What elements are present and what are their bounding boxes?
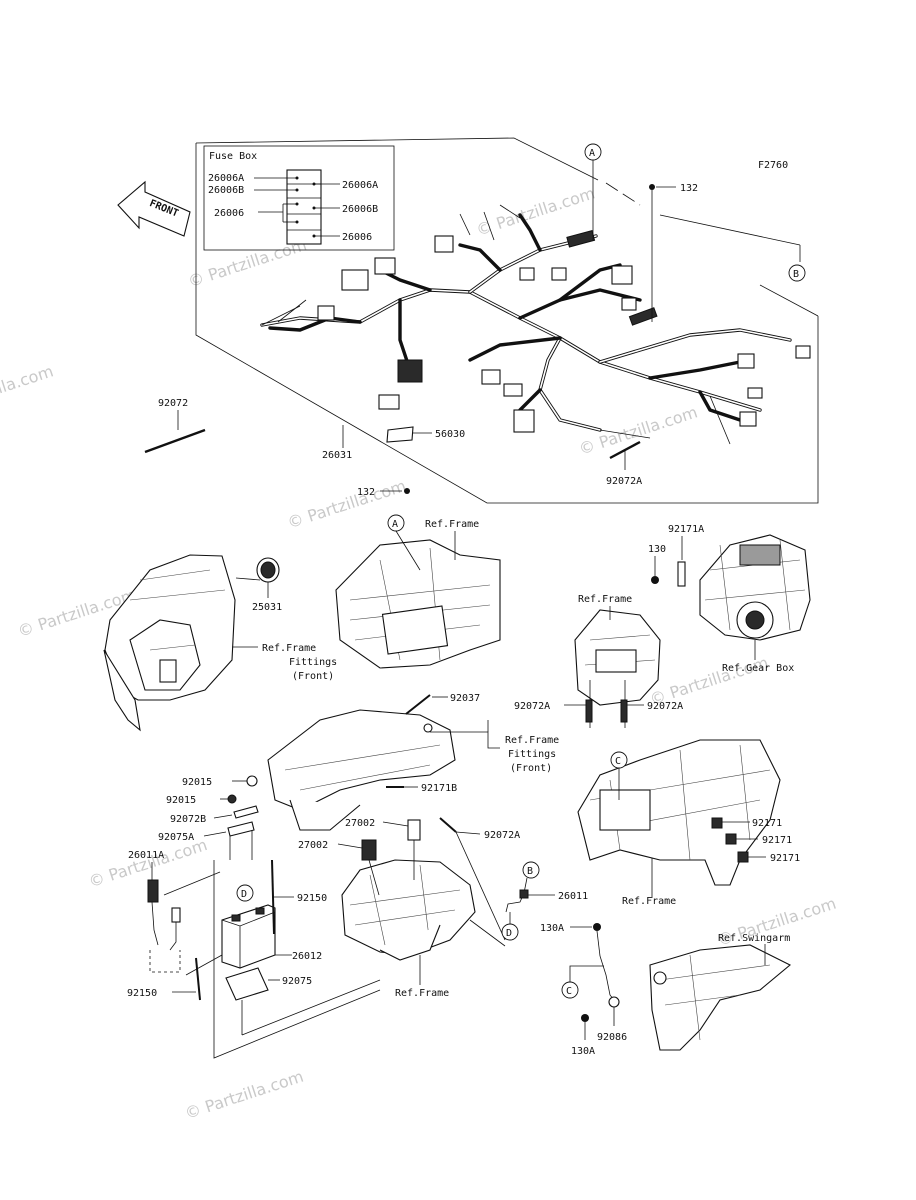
part-92015-b: 92015 bbox=[166, 795, 196, 806]
part-56030: 56030 bbox=[435, 429, 465, 440]
fuse-label-right: 26006 bbox=[342, 232, 372, 243]
part-92171-a: 92171 bbox=[752, 818, 782, 829]
ref-fittings-1-line3: (Front) bbox=[292, 671, 334, 682]
part-92171-c: 92171 bbox=[770, 853, 800, 864]
harness-enclosure bbox=[195, 137, 819, 504]
fuse-label-left-a: 26006A bbox=[208, 173, 244, 184]
callout-c-bottom: C bbox=[566, 986, 572, 997]
main-wiring-harness bbox=[260, 204, 811, 445]
part-92075a: 92075A bbox=[158, 832, 194, 843]
fuse-box-inset: Fuse Box 26006A 26006B 26006 26006A 2600… bbox=[203, 145, 395, 251]
ref-frame-mid: Ref.Frame bbox=[578, 594, 632, 605]
battery-tray bbox=[341, 819, 476, 961]
ref-fittings-1-line1: Ref.Frame bbox=[262, 643, 316, 654]
part-26011a: 26011A bbox=[128, 850, 164, 861]
part-92072a-top: 92072A bbox=[606, 476, 642, 487]
callout-c-mid: C bbox=[615, 756, 621, 767]
swingarm bbox=[649, 944, 791, 1051]
callout-b-top: B bbox=[793, 269, 799, 280]
part-92171-b: 92171 bbox=[762, 835, 792, 846]
ref-swingarm: Ref.Swingarm bbox=[718, 933, 790, 944]
part-92072a-mid: 92072A bbox=[484, 830, 520, 841]
callout-b-bottom: B bbox=[527, 866, 533, 877]
ref-frame-bottom: Ref.Frame bbox=[395, 988, 449, 999]
callout-d-bottom: D bbox=[506, 928, 512, 939]
ref-frame-top: Ref.Frame bbox=[425, 519, 479, 530]
callout-a-top: A bbox=[589, 148, 595, 159]
figure-code: F2760 bbox=[758, 160, 788, 171]
part-25031: 25031 bbox=[252, 602, 282, 613]
front-direction-arrow: FRONT bbox=[117, 180, 191, 237]
watermark: © Partzilla.com bbox=[474, 183, 597, 239]
fuse-label-right-b: 26006B bbox=[342, 204, 378, 215]
part-130a-top: 130A bbox=[540, 923, 564, 934]
part-27002-b: 27002 bbox=[298, 840, 328, 851]
watermark: © Partzilla.com bbox=[0, 361, 56, 417]
main-frame-right bbox=[577, 739, 781, 886]
frame-top-center bbox=[335, 530, 501, 669]
part-92072b: 92072B bbox=[170, 814, 206, 825]
front-panel-assembly bbox=[267, 709, 456, 831]
gear-box bbox=[699, 534, 811, 641]
part-92075: 92075 bbox=[282, 976, 312, 987]
part-92171a: 92171A bbox=[668, 524, 704, 535]
part-92015-a: 92015 bbox=[182, 777, 212, 788]
part-26011: 26011 bbox=[558, 891, 588, 902]
part-132-mid: 132 bbox=[357, 487, 375, 498]
part-26031: 26031 bbox=[322, 450, 352, 461]
front-fittings-cover bbox=[103, 554, 236, 732]
callout-d-battery: D bbox=[241, 889, 247, 900]
watermark: © Partzilla.com bbox=[577, 402, 700, 458]
part-92150-right: 92150 bbox=[297, 893, 327, 904]
fuse-label-left: 26006 bbox=[214, 208, 244, 219]
watermark: © Partzilla.com bbox=[183, 1067, 306, 1123]
part-92072: 92072 bbox=[158, 398, 188, 409]
ref-fittings-1-line2: Fittings bbox=[289, 657, 337, 668]
ref-gear-box: Ref.Gear Box bbox=[722, 663, 794, 674]
part-92072a-right: 92072A bbox=[647, 701, 683, 712]
part-92150-left: 92150 bbox=[127, 988, 157, 999]
part-92037: 92037 bbox=[450, 693, 480, 704]
fuse-box-title: Fuse Box bbox=[209, 151, 257, 162]
ref-fittings-2-line3: (Front) bbox=[510, 763, 552, 774]
part-130: 130 bbox=[648, 544, 666, 555]
ref-frame-right: Ref.Frame bbox=[622, 896, 676, 907]
part-132-top: 132 bbox=[680, 183, 698, 194]
part-26012: 26012 bbox=[292, 951, 322, 962]
battery-group: 92015 92015 92072B 92075A 26011A 26012 D… bbox=[127, 775, 381, 1059]
part-27002-a: 27002 bbox=[345, 818, 375, 829]
part-92086: 92086 bbox=[597, 1032, 627, 1043]
frame-mid-right bbox=[574, 609, 661, 706]
ref-fittings-2-line1: Ref.Frame bbox=[505, 735, 559, 746]
ref-fittings-2-line2: Fittings bbox=[508, 749, 556, 760]
fuse-label-left-b: 26006B bbox=[208, 185, 244, 196]
part-92171b: 92171B bbox=[421, 783, 457, 794]
part-92072a-left: 92072A bbox=[514, 701, 550, 712]
part-130a-bottom: 130A bbox=[571, 1046, 595, 1057]
callout-a-mid: A bbox=[392, 519, 398, 530]
fuse-label-right-a: 26006A bbox=[342, 180, 378, 191]
